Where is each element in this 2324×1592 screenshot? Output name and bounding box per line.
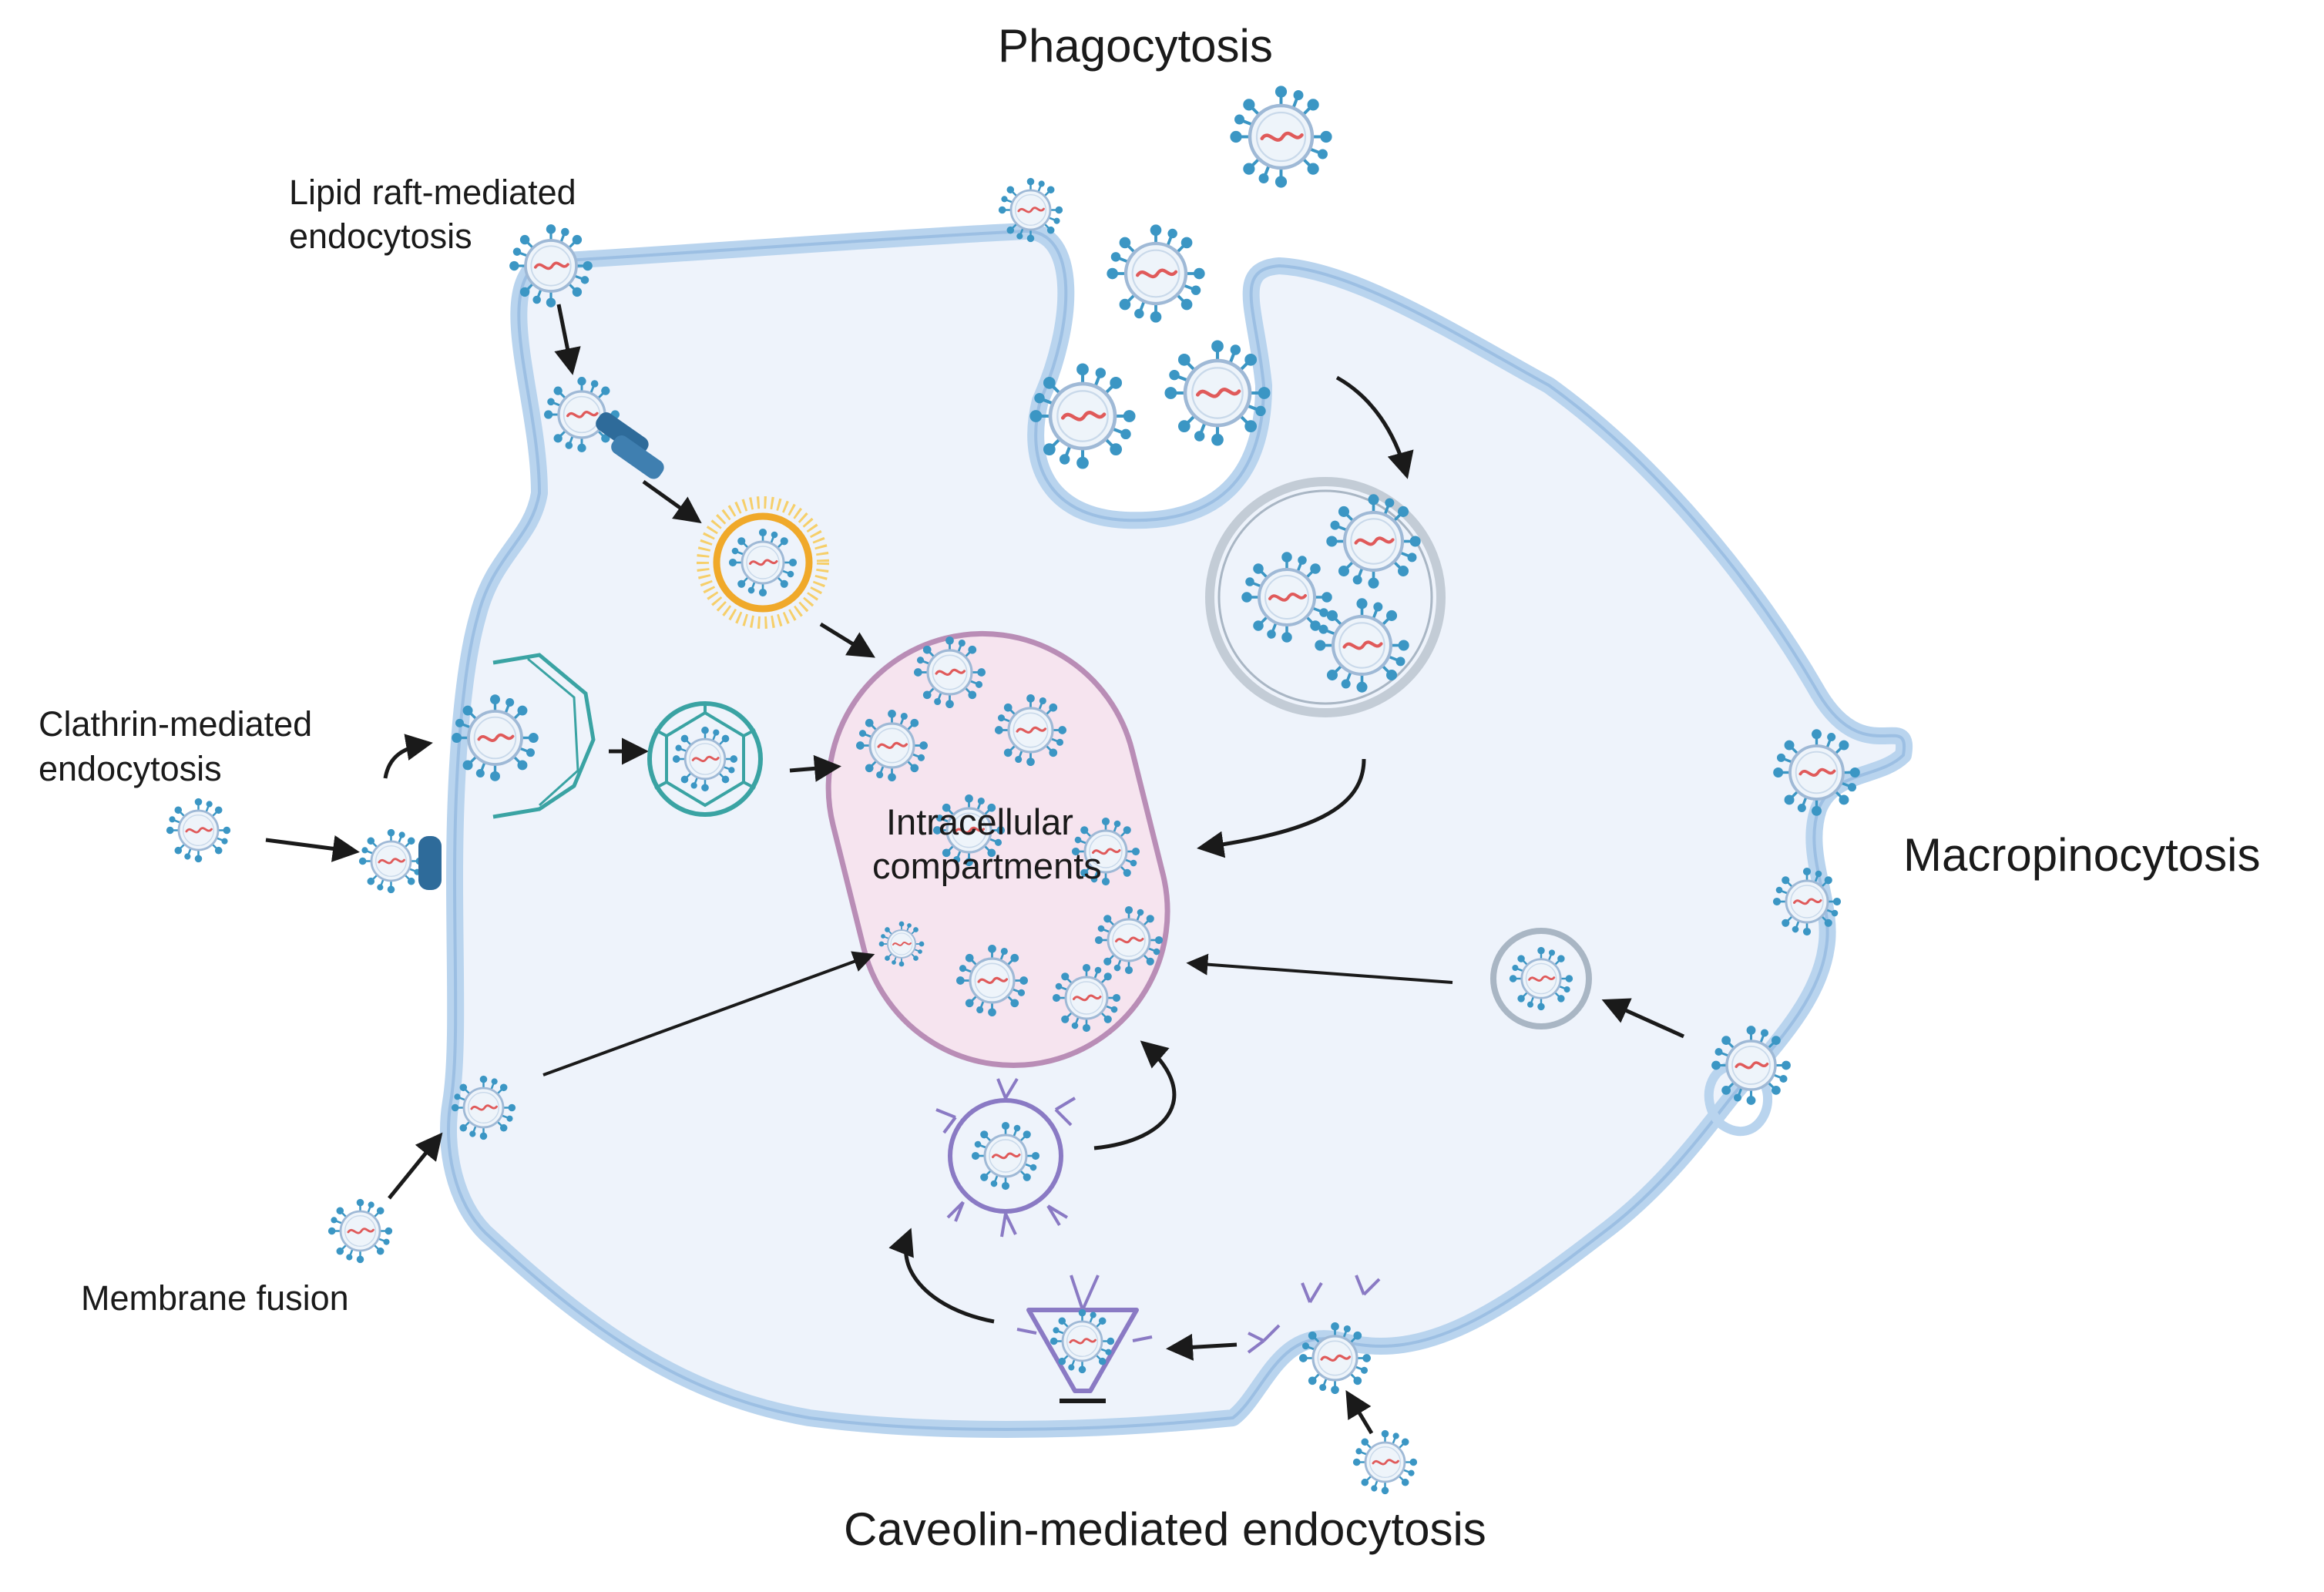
- caveolin-arrow-up-left: [888, 1228, 995, 1324]
- caveolin-arrow-up: [1345, 1389, 1374, 1435]
- macropinosome-virus: [1509, 946, 1573, 1011]
- lipid-raft-arrow-down: [554, 304, 581, 375]
- fusion-membrane-virus: [451, 1075, 516, 1140]
- macropinocytosis-invagination: [1704, 1060, 1773, 1136]
- phagocytosis-arrow-to-compartment: [1197, 758, 1366, 858]
- macropinocytosis-arrow-to-compartment: [1186, 953, 1453, 984]
- caveosome-virus: [1049, 1308, 1115, 1374]
- phagosome-virus: [1316, 600, 1408, 691]
- compartment-virus: [855, 709, 929, 782]
- compartment-virus: [955, 944, 1029, 1017]
- compartment-label-line2: compartments: [872, 845, 1102, 886]
- phagocytosis-virus: [998, 177, 1063, 243]
- lipid-raft-vesicle-virus: [728, 528, 798, 597]
- phagocytosis-arrow-in: [1335, 375, 1414, 479]
- caveolin-arrow-to-compartment: [1093, 1040, 1177, 1150]
- clathrin-pit-virus: [451, 694, 539, 782]
- caveolin-proteins-surface: [1247, 1275, 1381, 1354]
- phagocytosis-label: Phagocytosis: [998, 20, 1273, 72]
- phagocytosis-virus: [1032, 365, 1134, 468]
- macropinocytosis-ruffle-virus: [1772, 728, 1861, 817]
- macropinocytosis-invaginating-virus: [1711, 1025, 1792, 1106]
- fusion-virus: [327, 1198, 393, 1264]
- lipid-raft-receptor: [611, 435, 664, 479]
- clathrin-virus: [166, 798, 231, 863]
- phagocytosis-virus: [1231, 87, 1330, 186]
- compartment-virus: [1094, 905, 1164, 975]
- compartment-virus: [913, 636, 986, 709]
- clathrin-arrow-to-membrane: [265, 835, 360, 862]
- phagocytosis-virus: [1108, 226, 1204, 321]
- compartment-virus: [1052, 963, 1121, 1033]
- membrane-fusion-label: Membrane fusion: [81, 1278, 349, 1318]
- phagocytosis-virus: [1167, 342, 1269, 445]
- fusion-arrow-up: [388, 1132, 443, 1200]
- clathrin-receptor: [418, 836, 442, 890]
- phagosome-virus: [1241, 552, 1332, 643]
- macropinocytosis-ruffle-virus: [1772, 867, 1842, 936]
- clathrin-label-line2: endocytosis: [39, 749, 222, 788]
- caveolin-label: Caveolin-mediated endocytosis: [844, 1503, 1486, 1555]
- caveosome-proteins: [1016, 1275, 1153, 1342]
- caveolin-arrow-to-caveosome: [1166, 1333, 1238, 1361]
- fusion-arrow-to-compartment: [542, 951, 875, 1076]
- lipid-raft-label-line1: Lipid raft-mediated: [289, 173, 576, 212]
- clathrin-vesicle-virus: [672, 726, 738, 792]
- compartment-virus: [994, 694, 1067, 767]
- macropinocytosis-arrow-to-vesicle: [1601, 998, 1685, 1039]
- macropinocytosis-label: Macropinocytosis: [1903, 829, 2261, 881]
- caveolin-vesicle-virus: [971, 1121, 1040, 1191]
- compartment-virus-fused: [878, 921, 925, 967]
- phagosome-virus: [1328, 495, 1419, 587]
- caveolin-membrane-virus: [1298, 1322, 1372, 1395]
- caveolin-virus: [1352, 1429, 1418, 1495]
- lipid-raft-arrow-in: [642, 479, 702, 524]
- compartment-label-line1: Intracellular: [886, 801, 1073, 842]
- clathrin-lattice: [492, 653, 596, 819]
- lipid-raft-virus: [509, 223, 593, 308]
- lipid-raft-label-line2: endocytosis: [289, 217, 472, 256]
- clathrin-arrow-to-compartment: [789, 754, 841, 782]
- caveolin-vesicle-proteins: [935, 1077, 1076, 1238]
- lipid-raft-arrow-to-compartment: [819, 622, 875, 658]
- clathrin-label-line1: Clathrin-mediated: [39, 704, 312, 744]
- clathrin-arrow-up: [383, 734, 433, 779]
- clathrin-bound-virus: [358, 828, 424, 894]
- cell-membrane-outline: [447, 229, 1906, 1431]
- cell-membrane: [440, 222, 1913, 1438]
